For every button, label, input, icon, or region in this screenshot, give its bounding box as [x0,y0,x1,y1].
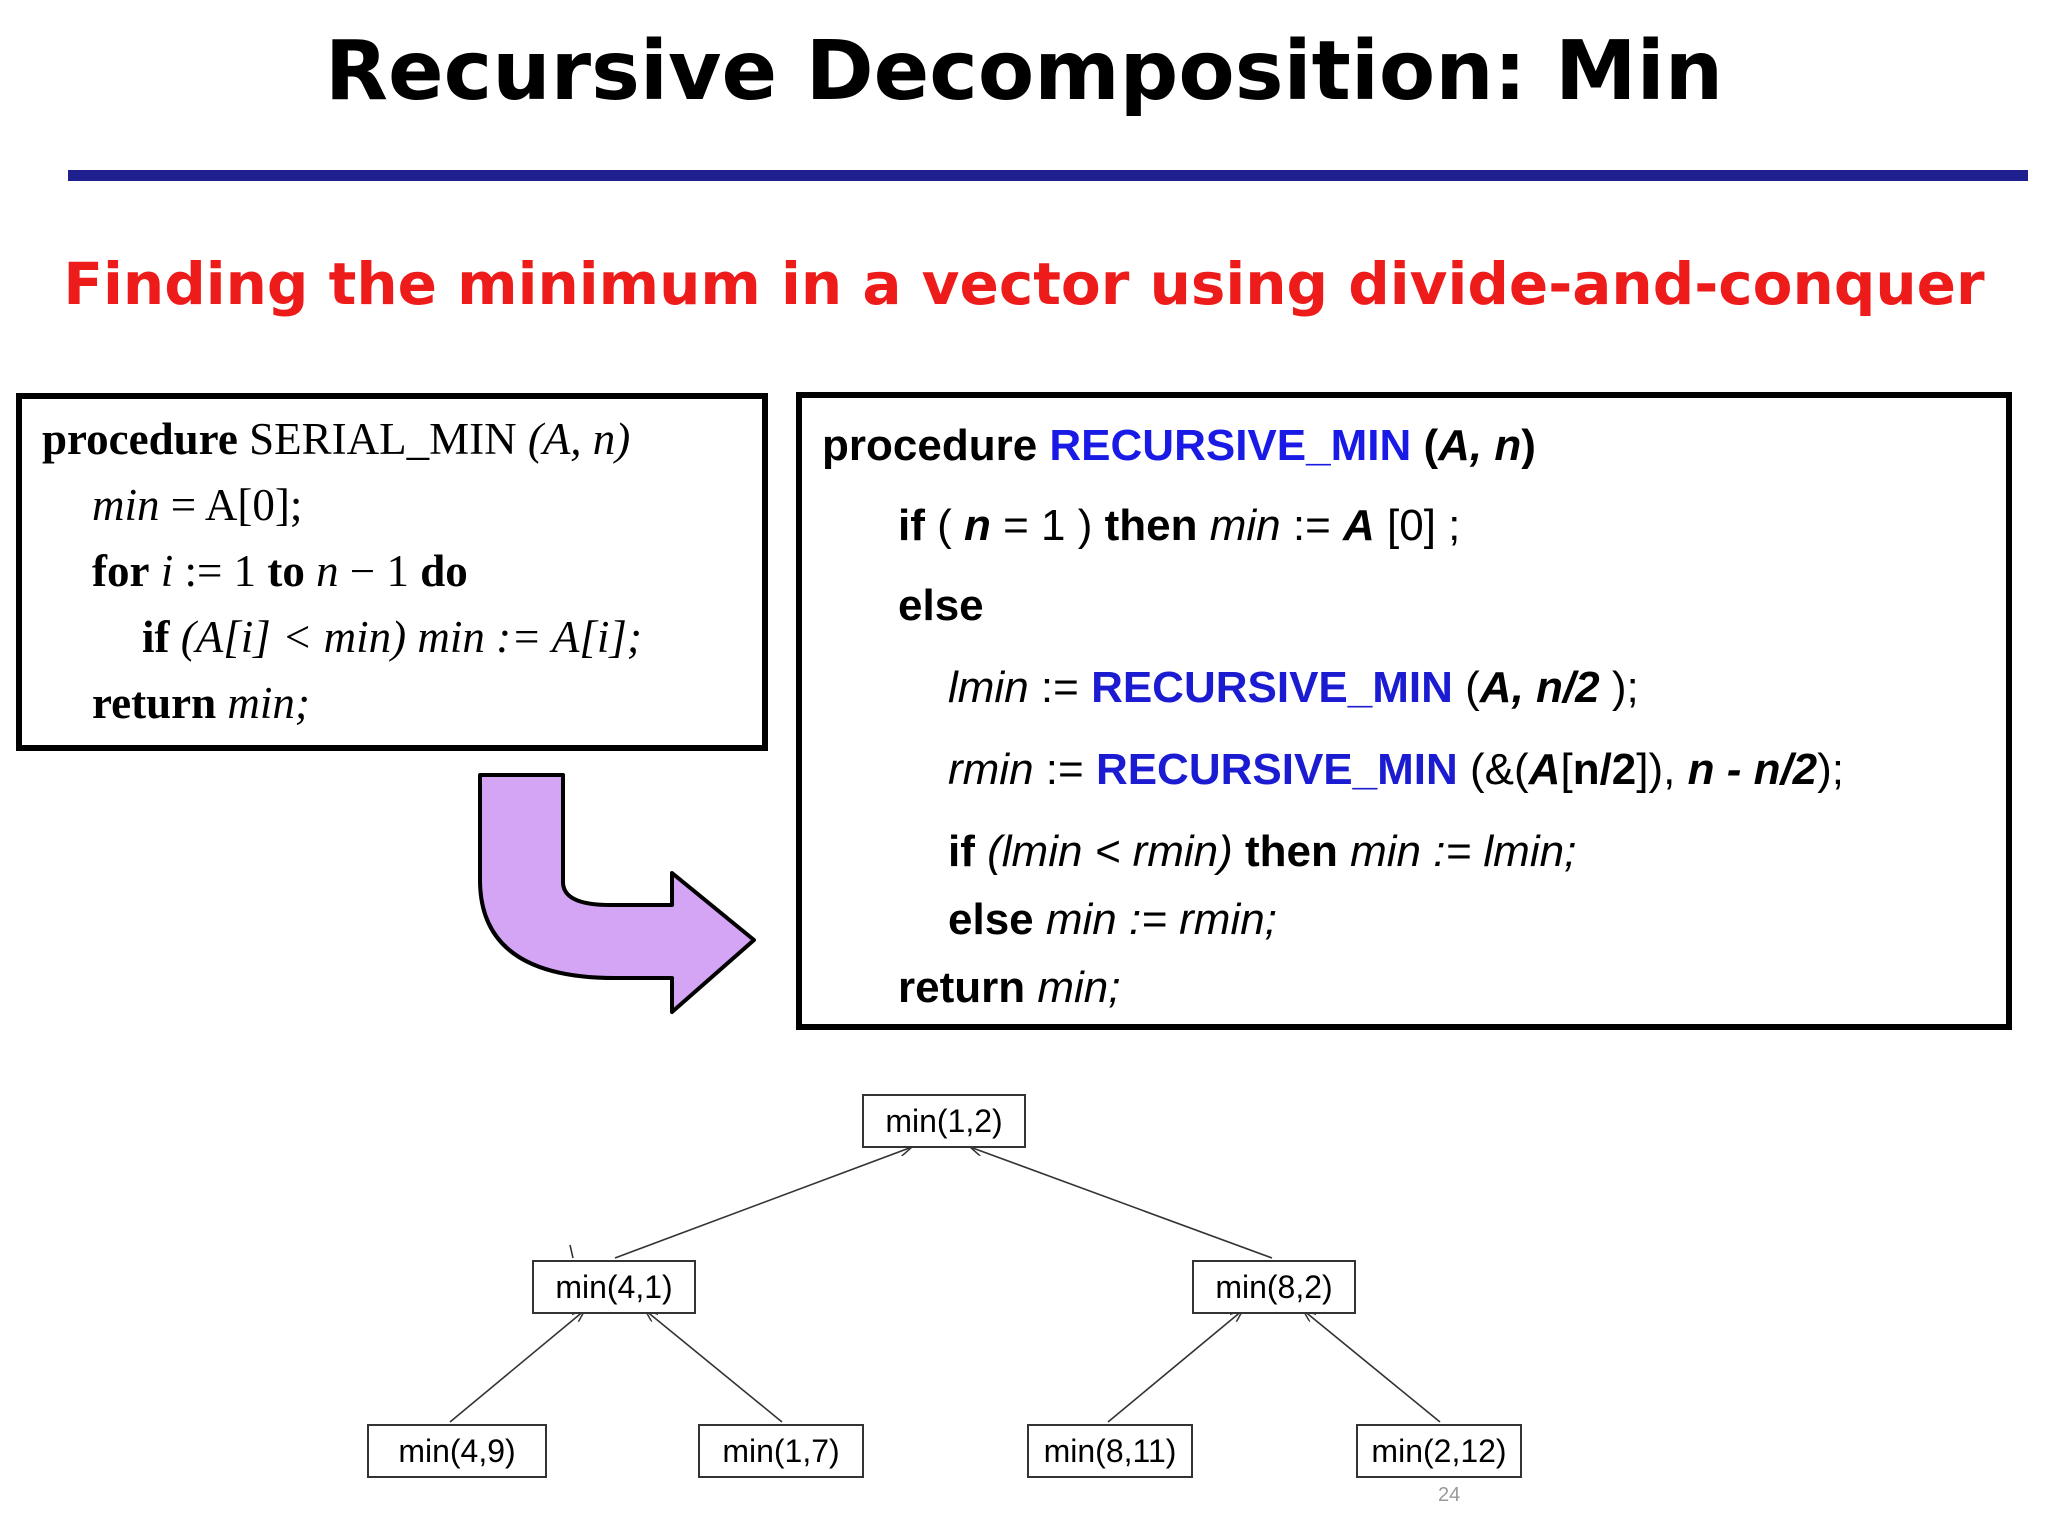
tree-node-left-left: min(4,9) [367,1424,547,1478]
recursive-line-7: else min := rmin; [948,892,1277,948]
params-open: ( [1411,421,1439,470]
bracket-open: [ [1560,745,1573,794]
return-value: min; [227,678,310,728]
keyword-return: return [92,678,217,728]
keyword-return: return [898,963,1026,1012]
title-rule [68,170,2028,181]
keyword-then: then [1245,827,1338,876]
cond-open: ( [924,501,964,550]
recursive-line-6: if (lmin < rmin) then min := lmin; [948,824,1576,880]
assign-op: := [1033,745,1096,794]
procedure-params: (A, n) [527,414,631,464]
recursive-line-5: rmin := RECURSIVE_MIN (&(A[n/2]), n - n/… [948,742,1844,798]
serial-line-1: procedure SERIAL_MIN (A, n) [42,411,630,467]
tree-node-root: min(1,2) [862,1094,1026,1148]
edge-left-root [614,1147,912,1259]
tree-node-left: min(4,1) [532,1260,696,1314]
edge-rl-right [1107,1310,1243,1423]
call-recursive-min: RECURSIVE_MIN [1095,745,1458,794]
var-n: n [964,501,991,550]
keyword-procedure: procedure [822,421,1038,470]
recursive-line-3: else [898,578,984,634]
page-number: 24 [1438,1484,1461,1506]
var-i: i [160,546,174,596]
serial-line-3: for i := 1 to n − 1 do [92,543,468,599]
keyword-if: if [948,827,975,876]
compare-condition: (lmin < rmin) [974,827,1246,876]
return-value: min; [1025,963,1121,1012]
procedure-name: RECURSIVE_MIN [1049,421,1412,470]
var-min: min [92,480,160,530]
procedure-name: SERIAL_MIN [249,414,517,464]
if-condition: (A[i] < min) [180,612,407,662]
keyword-else: else [948,895,1034,944]
procedure-params: A, n [1438,421,1522,470]
else-statement: min := rmin; [1033,895,1277,944]
args-close: ); [1817,745,1845,794]
recursive-line-8: return min; [898,960,1120,1016]
recursive-line-2: if ( n = 1 ) then min := A [0] ; [898,498,1460,554]
tree-node-right: min(8,2) [1192,1260,1356,1314]
args-close: ); [1599,663,1639,712]
if-statement: min := A[i]; [417,612,642,662]
loop-bound: − 1 [338,546,421,596]
cond-rest: = 1 ) [990,501,1105,550]
serial-line-4: if (A[i] < min) min := A[i]; [142,609,642,665]
var-n: n [316,546,339,596]
var-A: A [1528,745,1561,794]
arrow-shape [478,773,756,1014]
var-lmin: lmin [948,663,1029,712]
edge-ll-left [449,1310,585,1423]
keyword-to: to [267,546,305,596]
keyword-do: do [420,546,468,596]
slide-title: Recursive Decomposition: Min [324,24,1724,119]
call-recursive-min: RECURSIVE_MIN [1091,663,1453,712]
call-args: A, n/2 [1479,663,1600,712]
edge-right-root [970,1147,1273,1259]
serial-line-5: return min; [92,675,310,731]
edge-rr-right [1303,1310,1441,1423]
edge-tick-mark [569,1244,574,1259]
loop-assign: := 1 [173,546,268,596]
size-expr: n - n/2 [1687,745,1818,794]
init-statement: = A[0]; [159,480,303,530]
serial-min-box: procedure SERIAL_MIN (A, n) min = A[0]; … [16,393,768,751]
args-open: ( [1452,663,1480,712]
keyword-for: for [92,546,150,596]
var-min: min [1209,501,1281,550]
recursive-line-4: lmin := RECURSIVE_MIN (A, n/2 ); [948,660,1639,716]
bracket-close: ]), [1636,745,1688,794]
then-statement: min := lmin; [1337,827,1577,876]
index-expr: n/2 [1572,745,1637,794]
index-zero: [0] ; [1374,501,1461,550]
serial-line-2: min = A[0]; [92,477,302,533]
var-A: A [1343,501,1375,550]
recursive-line-1: procedure RECURSIVE_MIN (A, n) [822,418,1536,474]
keyword-if: if [898,501,925,550]
params-close: ) [1521,421,1536,470]
tree-node-right-left: min(8,11) [1027,1424,1193,1478]
slide-subtitle: Finding the minimum in a vector using di… [63,250,1985,318]
assign-op: := [1280,501,1344,550]
edge-lr-left [645,1310,783,1423]
keyword-if: if [142,612,170,662]
keyword-else: else [898,581,984,630]
keyword-procedure: procedure [42,414,238,464]
recursive-min-box: procedure RECURSIVE_MIN (A, n) if ( n = … [796,392,2012,1030]
tree-node-left-right: min(1,7) [698,1424,864,1478]
args-open: (&( [1457,745,1529,794]
var-rmin: rmin [948,745,1034,794]
keyword-then: then [1104,501,1198,550]
tree-node-right-right: min(2,12) [1356,1424,1522,1478]
assign-op: := [1028,663,1092,712]
